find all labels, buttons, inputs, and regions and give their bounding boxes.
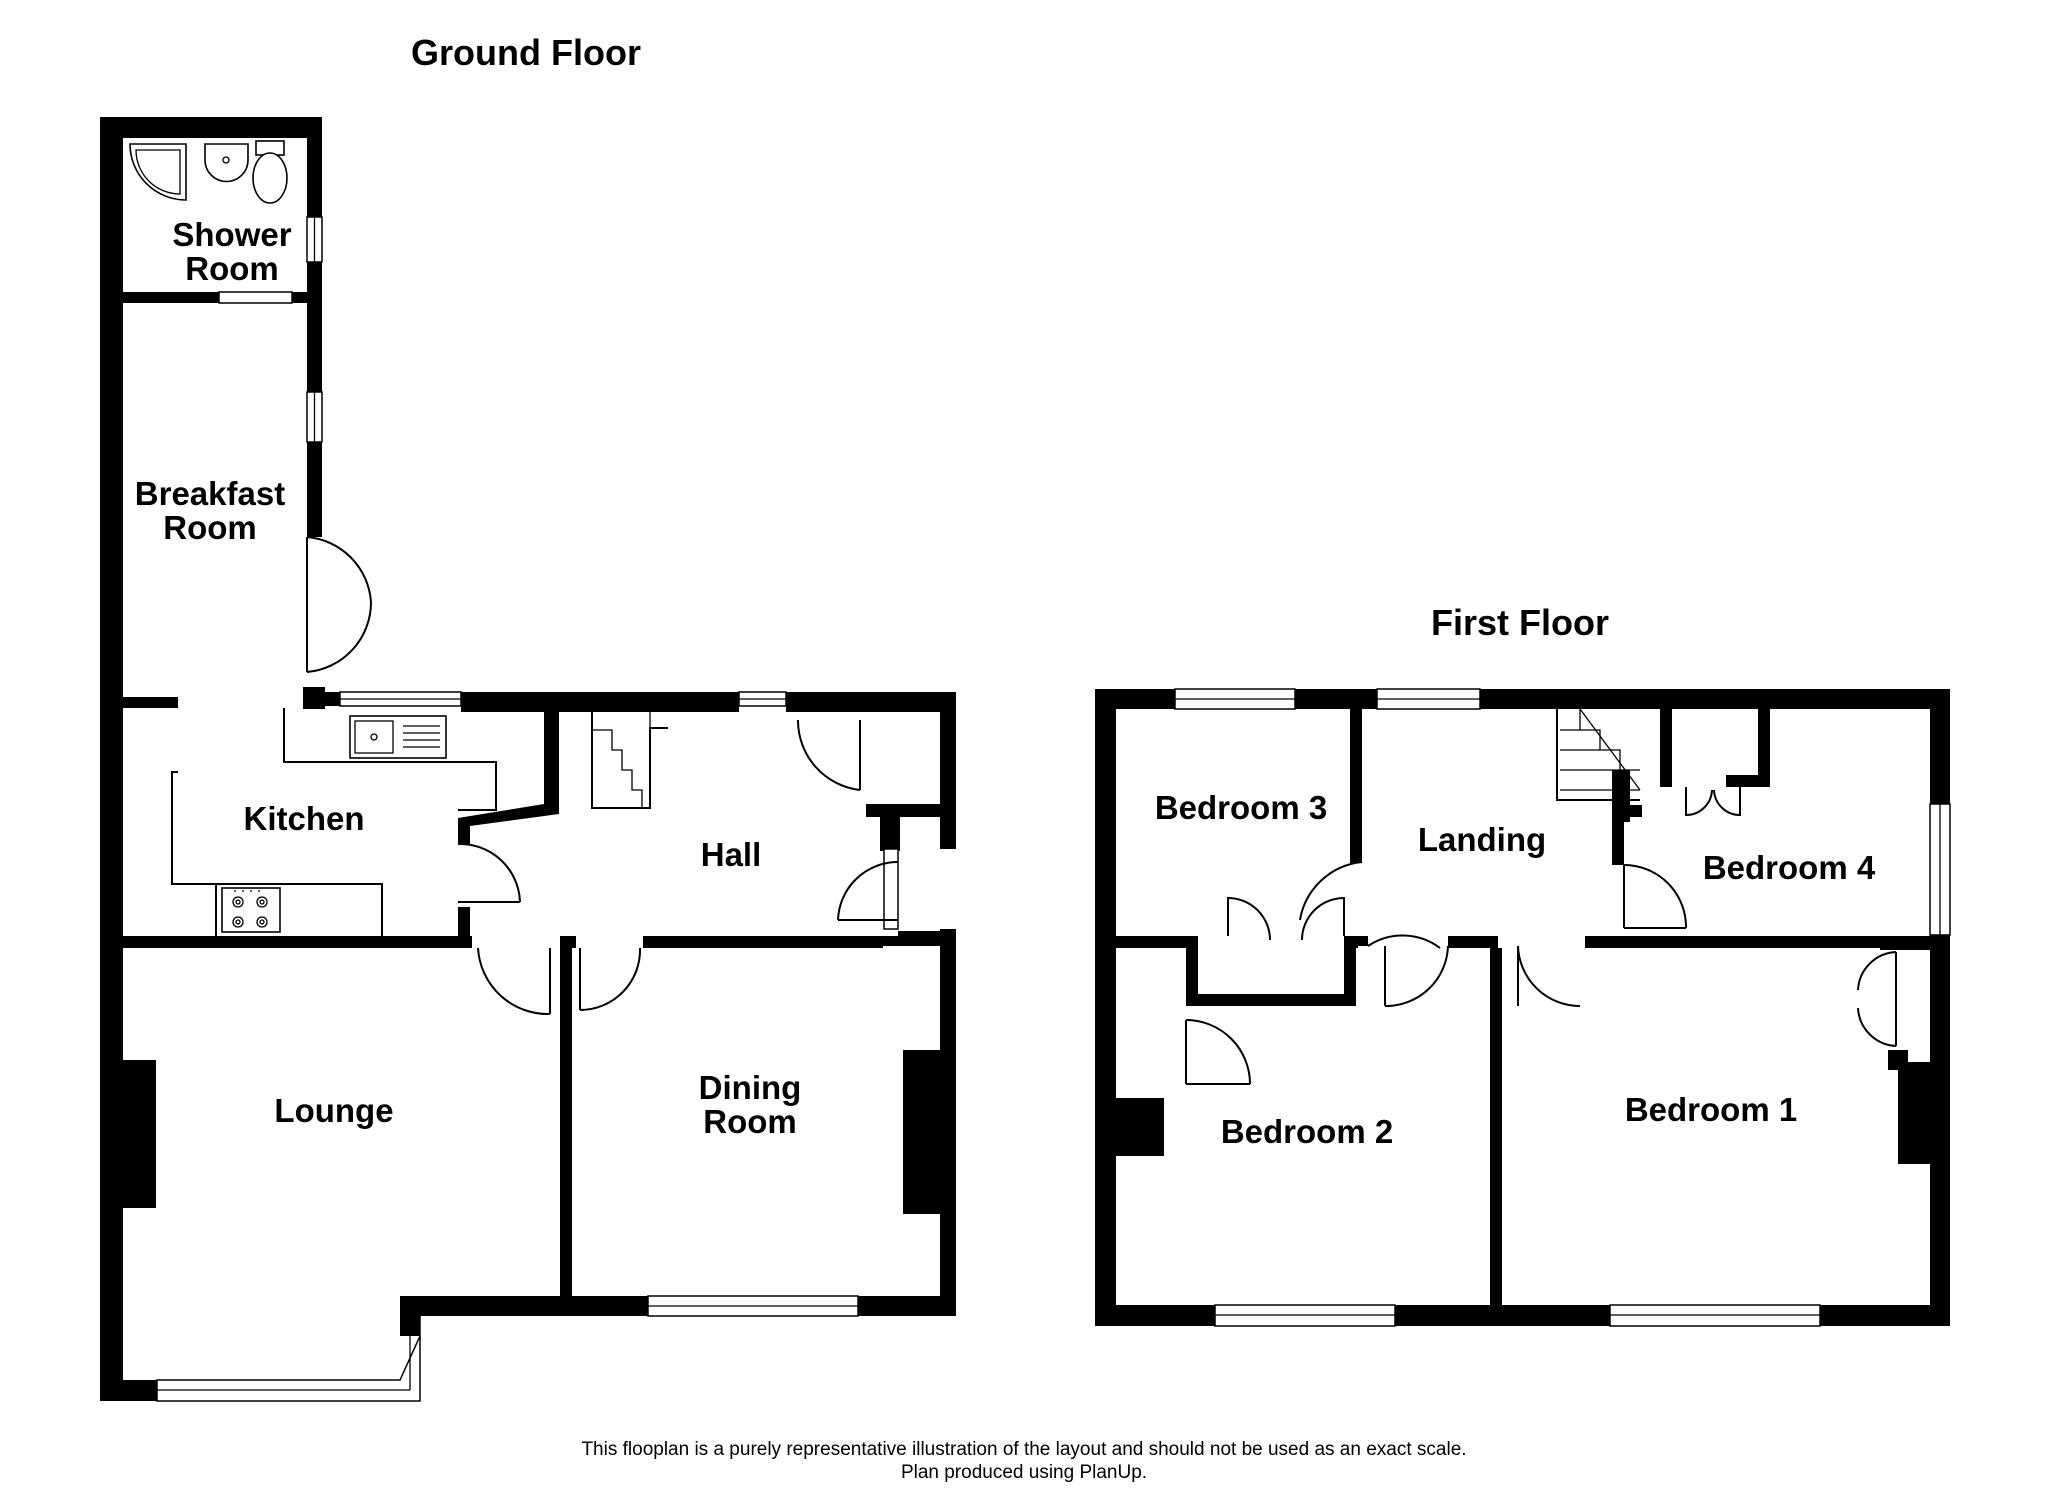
- ground-floor-walls: [100, 117, 956, 1401]
- room-label-shower: Shower: [172, 216, 291, 253]
- ground-floor-staircase: [591, 712, 668, 809]
- room-label-hall: Hall: [701, 836, 762, 873]
- room-label-breakfast-room: Room: [163, 509, 257, 546]
- room-label-dining: Dining: [699, 1069, 802, 1106]
- first-floor-windows: [1174, 688, 1951, 1327]
- room-label-bedroom-1: Bedroom 1: [1625, 1091, 1797, 1128]
- first-floor-walls: [1095, 689, 1950, 1326]
- room-label-bedroom-4: Bedroom 4: [1703, 849, 1876, 886]
- disclaimer-text: This flooplan is a purely representative…: [581, 1439, 1466, 1460]
- credit-text: Plan produced using PlanUp.: [901, 1462, 1147, 1483]
- room-label-shower-room: Room: [185, 250, 279, 287]
- room-label-bedroom-2: Bedroom 2: [1221, 1113, 1393, 1150]
- ground-floor-windows: [156, 216, 899, 1402]
- first-floor-doors: [1185, 787, 1897, 1085]
- room-label-breakfast: Breakfast: [135, 475, 285, 512]
- first-floor-staircase: [1556, 708, 1641, 801]
- room-label-lounge: Lounge: [274, 1092, 393, 1129]
- shower-fixtures: [129, 140, 293, 304]
- ground-floor-title: Ground Floor: [411, 32, 641, 73]
- room-label-bedroom-3: Bedroom 3: [1155, 789, 1327, 826]
- kitchen-fittings: [171, 708, 497, 936]
- room-label-kitchen: Kitchen: [243, 800, 364, 837]
- room-label-landing: Landing: [1418, 821, 1546, 858]
- ground-floor-plan: Ground Floor: [100, 32, 956, 1402]
- first-floor-plan: First Floor: [1095, 602, 1951, 1327]
- ground-floor-doors: [306, 536, 899, 1016]
- room-label-dining-room: Room: [703, 1103, 797, 1140]
- first-floor-title: First Floor: [1431, 602, 1609, 643]
